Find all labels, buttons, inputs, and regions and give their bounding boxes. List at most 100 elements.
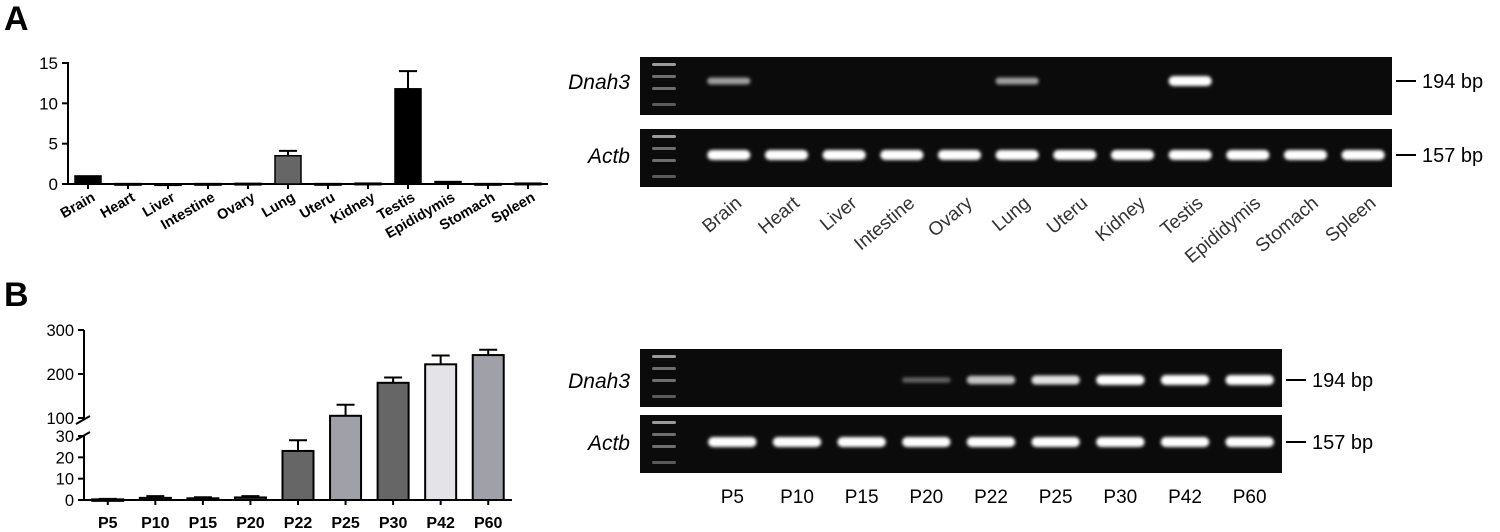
x-tick-label-a: Lung <box>259 190 298 222</box>
ladder-band <box>652 433 676 436</box>
x-tick-label-b: P60 <box>474 515 503 532</box>
ladder-band <box>652 461 676 464</box>
y-tick-label-b: 10 <box>56 471 74 489</box>
y-tick-label-b: 20 <box>56 449 74 467</box>
bar-b <box>424 363 458 501</box>
lane-label: P10 <box>780 487 814 508</box>
gel-band <box>707 150 751 160</box>
gel-band <box>1160 375 1210 385</box>
lane-label: Spleen <box>1322 193 1381 247</box>
gel-band <box>1226 150 1270 160</box>
ladder-band <box>652 87 676 90</box>
gel-band <box>1096 437 1145 447</box>
x-tick-label-b: P15 <box>189 515 218 532</box>
bar-a <box>394 88 422 185</box>
lane-label: Testis <box>1157 193 1208 240</box>
gel-band <box>1053 150 1097 160</box>
y-tick-label-b: 200 <box>46 366 74 384</box>
gel-band <box>1225 375 1274 385</box>
lane-label: Heart <box>755 192 805 238</box>
lane-label: P42 <box>1168 487 1202 508</box>
gel-band <box>902 437 951 447</box>
y-tick-label-a: 15 <box>39 54 58 73</box>
gel-band <box>1168 76 1212 86</box>
lane-label: Intestine <box>851 193 920 255</box>
lane-label: P15 <box>845 487 879 508</box>
bar-b <box>138 496 172 502</box>
gel-band <box>902 377 951 383</box>
lane-label: Brain <box>699 193 746 238</box>
gel-band <box>1096 375 1145 385</box>
ladder-band <box>652 421 676 424</box>
panel-letter-a: A <box>4 0 29 38</box>
gel-band <box>995 150 1039 160</box>
gel-band <box>707 77 751 85</box>
y-tick-label-a: 5 <box>49 135 58 154</box>
gel-band <box>937 150 982 160</box>
gel-band <box>1110 150 1155 160</box>
y-tick-label-a: 10 <box>39 94 58 113</box>
axis-break-mark-b <box>75 415 91 425</box>
ladder-band <box>652 379 676 382</box>
lane-label: P5 <box>721 487 744 508</box>
x-tick-label-b: P30 <box>379 515 408 532</box>
lane-label: Ovary <box>924 192 977 241</box>
gel-band <box>1225 437 1274 447</box>
gel-band <box>880 150 924 160</box>
x-tick-label-a: Brain <box>58 190 98 222</box>
gene-label: Actb <box>586 145 630 168</box>
panel-letter-b: B <box>4 276 29 314</box>
bar-b <box>471 354 505 501</box>
ladder-band <box>652 75 676 78</box>
ladder-band <box>652 147 676 150</box>
gel-panel-dnah3 <box>640 57 1392 115</box>
y-tick-label-b: 300 <box>46 322 74 340</box>
lane-label: P22 <box>974 487 1008 508</box>
bar-b <box>233 496 267 502</box>
y-tick-label-b: 30 <box>56 428 74 446</box>
bar-a <box>274 155 302 185</box>
x-tick-label-b: P22 <box>284 515 313 532</box>
lane-label: P20 <box>909 487 943 508</box>
x-tick-label-b: P42 <box>426 515 455 532</box>
gel-band <box>966 375 1016 385</box>
ladder-band <box>652 175 676 178</box>
bar-b <box>186 497 220 502</box>
gel-band <box>1031 375 1080 385</box>
x-tick-label-b: P5 <box>98 515 118 532</box>
gel-band <box>1031 437 1080 447</box>
ladder-band <box>652 63 676 66</box>
bar-a <box>434 180 462 185</box>
x-tick-label-a: Spleen <box>489 190 538 228</box>
y-tick-label-b: 0 <box>65 492 74 510</box>
bar-b <box>329 414 363 501</box>
size-label: 157 bp <box>1422 145 1483 167</box>
x-tick-label-a: Kidney <box>328 190 378 228</box>
lane-label: P30 <box>1103 487 1137 508</box>
gel-band <box>1160 437 1210 447</box>
gene-label: Dnah3 <box>568 370 630 393</box>
y-tick-label-b: 100 <box>46 410 74 428</box>
ladder-band <box>652 445 676 448</box>
y-tick-label-a: 0 <box>49 175 58 194</box>
lane-label: P25 <box>1039 487 1073 508</box>
size-label: 194 bp <box>1422 71 1483 93</box>
gel-band <box>772 437 822 447</box>
ladder-band <box>652 135 676 138</box>
gel-band <box>995 77 1039 85</box>
x-tick-label-b: P25 <box>331 515 360 532</box>
gel-band <box>1168 150 1212 160</box>
ladder-band <box>652 103 676 106</box>
ladder-band <box>652 367 676 370</box>
gel-band <box>822 150 866 160</box>
x-tick-label-a: Heart <box>98 190 138 222</box>
bar-b <box>281 449 315 501</box>
ladder-band <box>652 159 676 162</box>
size-label: 157 bp <box>1312 432 1373 454</box>
gel-band <box>708 437 757 447</box>
bar-b <box>376 381 410 501</box>
